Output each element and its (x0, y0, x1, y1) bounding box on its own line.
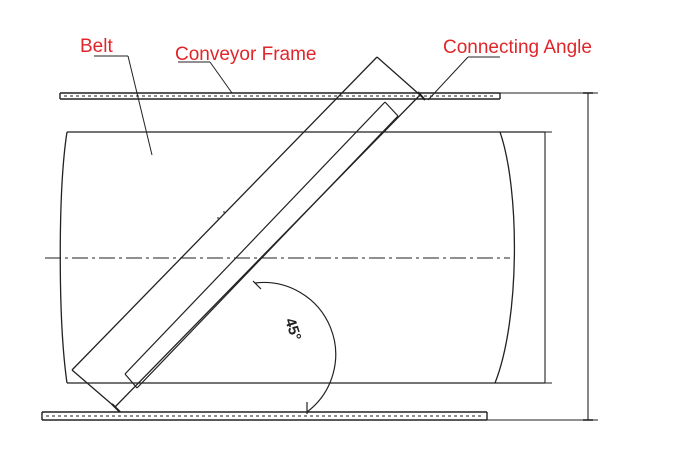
bottom-frame-rail (41, 411, 488, 421)
frame-width-dimension (487, 92, 598, 421)
connecting-angle-member (71, 56, 426, 413)
angle-45-indicator (252, 280, 337, 414)
belt-width-dimension (530, 131, 552, 384)
conveyor-frame-label: Conveyor Frame (175, 44, 317, 65)
top-frame-rail (59, 92, 501, 100)
leader-lines (94, 55, 500, 156)
connecting-angle-label: Connecting Angle (443, 37, 592, 58)
angle-label: 45° (281, 316, 304, 343)
belt-label: Belt (80, 36, 113, 57)
